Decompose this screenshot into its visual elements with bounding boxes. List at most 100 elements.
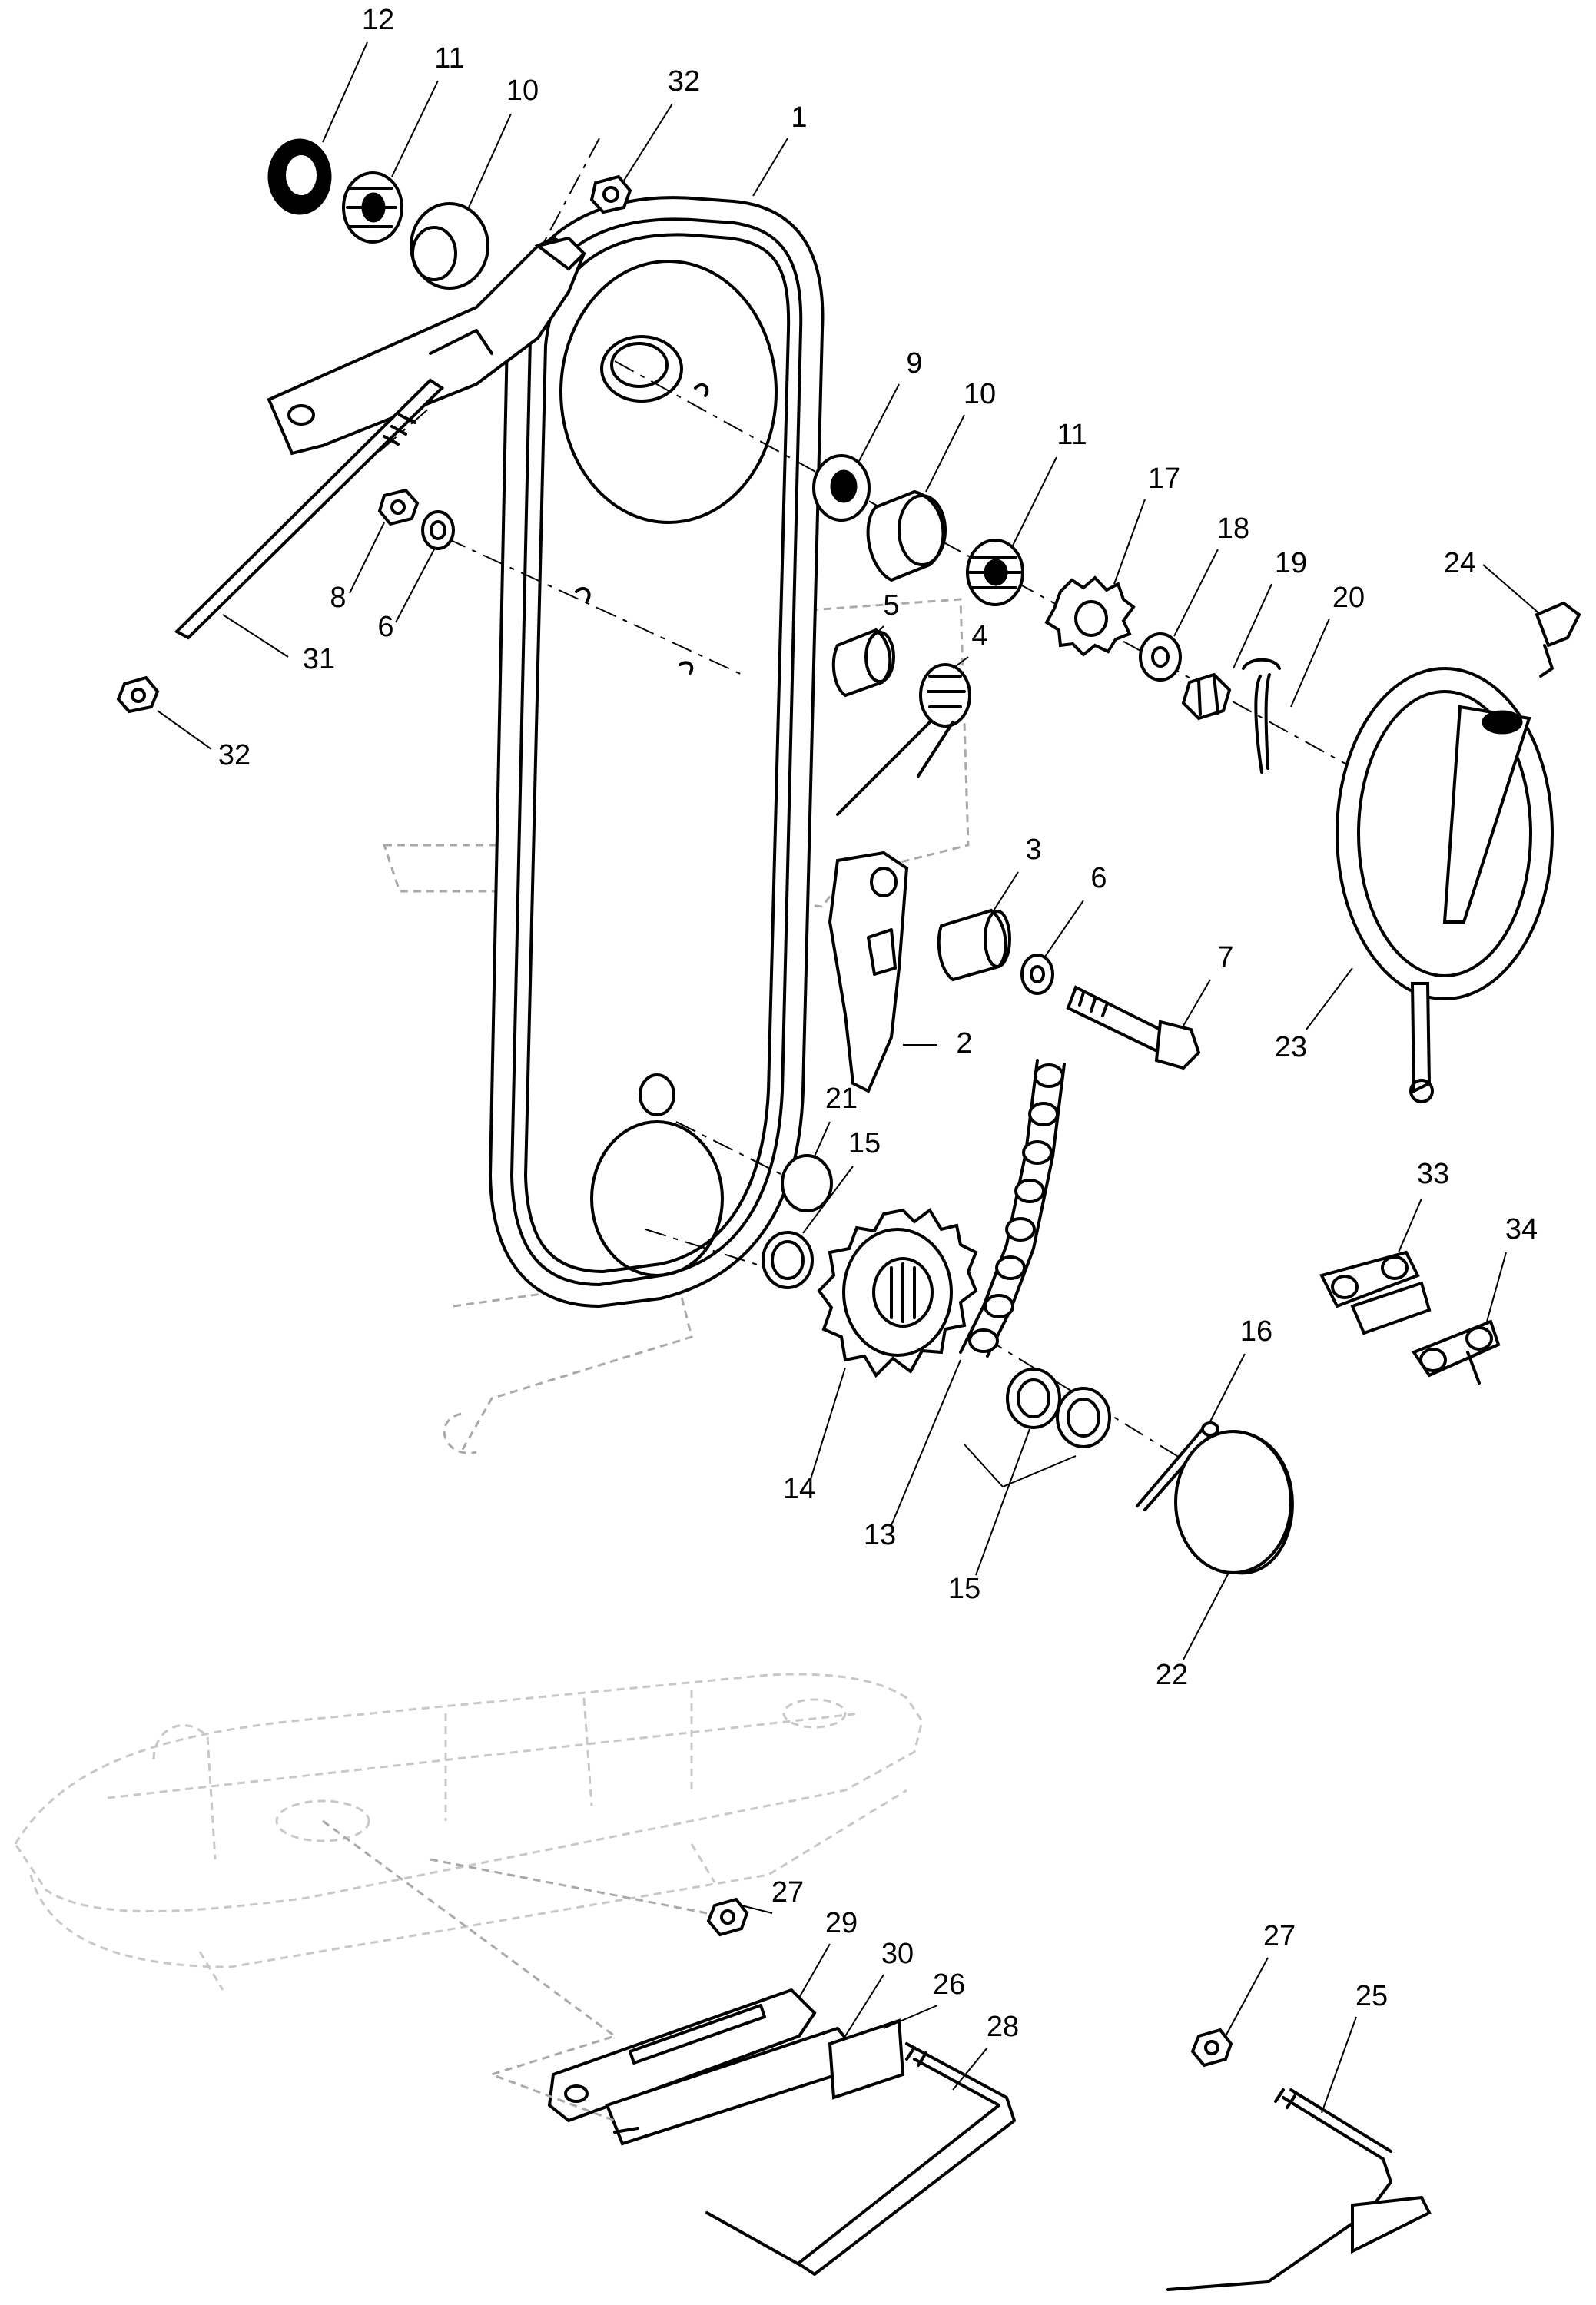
leader-line-16 [1209,1353,1246,1422]
callout-labels: 12 11 10 32 1 9 10 11 17 18 19 20 24 5 4… [218,4,1538,2043]
callout-2: 2 [956,1027,972,1060]
callout-17: 17 [1148,463,1180,495]
leader-line-1 [752,138,788,197]
part-15-washer-upper [762,1231,814,1289]
leader-line-23 [1306,967,1353,1030]
callout-29: 29 [825,1907,858,1939]
part-22-cap [1174,1430,1294,1575]
part-13-chain [959,1059,1066,1358]
part-7-bolt [1066,985,1201,1070]
callout-10-right: 10 [964,378,996,410]
leader-line-22 [1183,1570,1230,1660]
callout-22: 22 [1156,1659,1188,1691]
part-10-cup-right [866,489,947,582]
leader-line-27b [1225,1957,1269,2037]
callout-26: 26 [933,1968,965,2001]
leader-line-15b [975,1428,1030,1576]
callout-21: 21 [825,1083,858,1115]
part-26-plate [828,2018,905,2100]
leader-line-24 [1482,564,1541,615]
part-27-nut-left [706,1897,749,1937]
leader-line-30 [844,1974,884,2037]
part-23-cover [1336,667,1554,1103]
leader-line-14 [810,1367,846,1480]
chain-case [488,196,825,1308]
tension-arm [267,236,586,456]
part-4-spring [836,663,971,816]
part-12-seal [267,138,332,215]
leader-line-10a [468,113,512,208]
leader-line-27a [741,1905,773,1914]
callout-23: 23 [1275,1031,1307,1063]
part-8-nut [377,488,420,526]
callout-33: 33 [1417,1158,1449,1190]
leader-line-15a [802,1166,854,1234]
leader-line-25 [1321,2016,1357,2114]
part-31-threaded-rod [174,378,445,640]
part-28-u-bolt [705,2042,1016,2276]
callout-15-lower: 15 [948,1573,980,1605]
part-11-bearing-upper [342,171,403,244]
callout-28: 28 [987,2011,1019,2043]
leader-line-11b [1012,456,1057,546]
callout-9: 9 [906,347,922,380]
part-5-bushing [831,628,895,698]
leader-line-11a [391,80,439,177]
leader-line-10b [925,414,965,493]
part-34-offset-link [1411,1319,1501,1385]
part-2-idler-arm [828,851,909,1093]
part-14-sprocket-large [817,1208,978,1378]
callout-27-left: 27 [771,1876,804,1909]
leader-line-31 [222,614,289,658]
callout-6-upper: 6 [377,611,393,643]
callout-leader-lines [157,41,1541,2114]
callout-32-upper: 32 [668,65,700,98]
callout-31: 31 [303,643,335,675]
part-3-spacer [937,908,1011,982]
leader-line-5 [868,625,884,642]
callout-11-upper: 11 [434,42,464,75]
leader-line-34 [1486,1252,1507,1322]
callout-20: 20 [1332,582,1365,614]
part-32-nut-lower [116,675,160,714]
leader-line-28 [952,2047,988,2091]
part-11-bearing-right [966,539,1024,606]
callout-15-upper: 15 [848,1127,881,1159]
callout-24: 24 [1444,547,1476,579]
leader-line-20 [1290,618,1330,708]
leader-line-4 [952,656,969,669]
part-25-hook-bracket [1166,2088,1432,2291]
leader-line-21 [814,1121,831,1157]
callout-5: 5 [883,589,899,622]
part-18-washer [1139,632,1182,682]
callout-32-lower: 32 [218,739,251,771]
leader-line-32b [157,710,212,750]
leader-line-12 [322,41,368,143]
leader-line-8 [349,522,385,594]
leader-line-9 [858,383,900,462]
part-6-washer-lower [1020,954,1054,995]
callout-14: 14 [783,1473,815,1505]
ghost-mower-deck [14,1673,924,1991]
leader-line-29 [798,1943,831,1998]
callout-11-right: 11 [1057,419,1087,451]
callout-13: 13 [864,1519,896,1551]
callout-6-lower: 6 [1090,862,1107,894]
leader-line-32a [623,103,673,181]
callout-16: 16 [1240,1315,1272,1348]
part-15-washers-lower [1006,1368,1111,1448]
part-17-sprocket-small [1044,575,1136,657]
leader-bracket-15 [964,1444,1077,1488]
callout-34: 34 [1505,1213,1538,1245]
leader-line-33 [1398,1198,1422,1253]
callout-3: 3 [1025,834,1041,866]
leader-line-6b [1044,900,1084,957]
part-27-nut-right [1190,2028,1233,2068]
part-24-grease-fitting [1535,601,1581,678]
callout-4: 4 [971,620,987,652]
leader-line-7 [1183,979,1211,1026]
leader-line-18 [1173,549,1219,637]
part-20-cotter-pin [1242,658,1281,774]
part-19-castle-nut [1181,672,1232,721]
